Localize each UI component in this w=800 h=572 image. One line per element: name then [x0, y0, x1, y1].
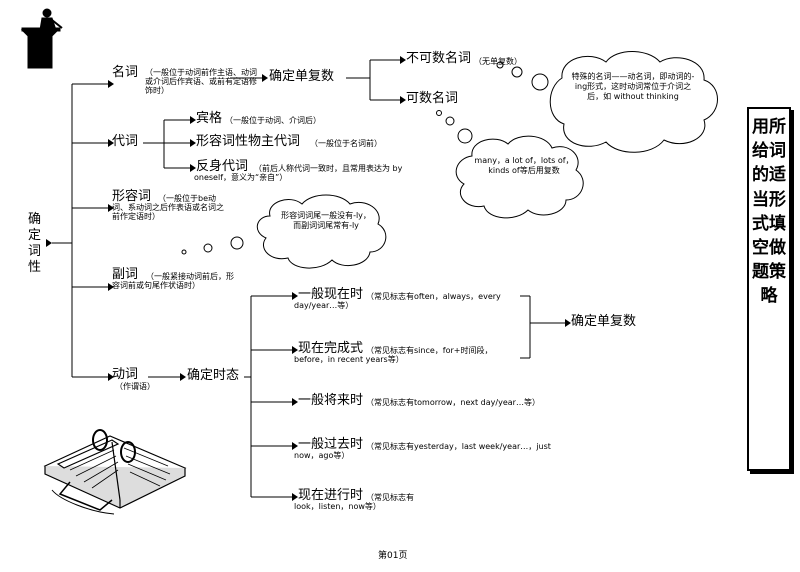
possessive-pronoun-note: （一般位于名词前） [310, 139, 382, 148]
thought-cloud-many [436, 110, 584, 219]
tense-present-simple-note: （常见标志有often，always，every day/year…等） [294, 292, 501, 311]
tense-present-progressive: 现在进行时 [298, 488, 364, 503]
adverb-note: （一般紧接动词前后，形容词前或句尾作状语时） [112, 272, 234, 291]
speaker-at-podium-icon [20, 8, 63, 69]
thought-cloud-adj-adv [181, 194, 387, 269]
objective-case-note: （一般位于动词、介词后） [225, 116, 321, 125]
thought-cloud-gerund [496, 51, 718, 153]
verb-label: 动词 [112, 367, 139, 382]
adjective-label: 形容词 [112, 189, 152, 204]
possessive-pronoun-label: 形容词性物主代词 [196, 134, 301, 149]
objective-case-label: 宾格 [196, 111, 223, 126]
reflexive-pronoun-note: （前后人称代词一致时，且常用表达为 by oneself，意义为“亲自”） [194, 164, 403, 183]
tense-future-simple: 一般将来时 [298, 393, 364, 408]
countable-noun-label: 可数名词 [406, 91, 459, 106]
tense-present-progressive-note: （常见标志有look，listen，now等） [294, 493, 414, 512]
pronoun-label: 代词 [112, 134, 139, 149]
tense-past-simple: 一般过去时 [298, 437, 364, 452]
cloud-gerund-text: 特殊的名词——动名词，即动词的-ing形式，这时动词常位于介词之后，如 with… [571, 72, 695, 101]
noun-label: 名词 [112, 65, 139, 80]
tense-step-label: 确定单复数 [571, 314, 637, 329]
verb-subnote: （作谓语） [115, 382, 155, 391]
root-node: 确定词性 [28, 212, 42, 275]
open-book-icon [43, 429, 187, 515]
reflexive-pronoun-label: 反身代词 [196, 159, 249, 174]
tense-present-perfect-note: （常见标志有since，for+时间段，before，in recent yea… [294, 346, 493, 365]
tense-past-simple-note: （常见标志有yesterday，last week/year…，just now… [294, 442, 551, 461]
uncountable-noun-label: 不可数名词 [406, 51, 472, 66]
page-number: 第01页 [378, 551, 408, 561]
tense-present-perfect: 现在完成式 [298, 341, 364, 356]
adverb-label: 副词 [112, 267, 139, 282]
verb-step-label: 确定时态 [187, 368, 240, 383]
cloud-many-text: many，a lot of，lots of，kinds of等后用复数 [474, 156, 574, 175]
title-text: 用所给词的适当形式填空做题策略 [752, 117, 786, 307]
tense-future-simple-note: （常见标志有tomorrow，next day/year…等） [366, 398, 540, 407]
cloud-adj-adv-text: 形容词词尾一般没有-ly，而副词词尾常有-ly [281, 211, 371, 230]
adjective-note: （一般位于be动词、系动词之后作表语或名词之前作定语时） [112, 194, 224, 222]
noun-note: （一般位于动词前作主语、动词或介词后作宾语、或前有定语修饰时） [145, 68, 257, 96]
tense-present-simple: 一般现在时 [298, 287, 364, 302]
uncountable-note: （无单复数） [474, 57, 522, 66]
title-box: 用所给词的适当形式填空做题策略 [747, 107, 791, 471]
noun-step-label: 确定单复数 [269, 69, 335, 84]
